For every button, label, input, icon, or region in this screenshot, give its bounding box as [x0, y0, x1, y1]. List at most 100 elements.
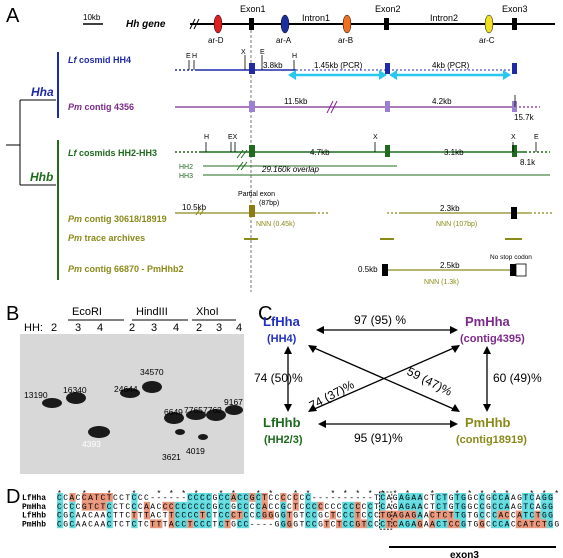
band: [198, 434, 208, 440]
alignment-shade: [286, 519, 293, 529]
alignment-shade: [515, 510, 522, 520]
alignment-shade: [236, 493, 243, 502]
gel-bands: [42, 381, 243, 440]
alignment-shade: [236, 501, 243, 511]
alignment-shade: [478, 493, 485, 502]
alignment-shade: [305, 519, 312, 529]
alignment-shade: [224, 493, 231, 502]
alignment-shade: [224, 510, 231, 520]
alignment-shade: [106, 501, 113, 511]
row-hhb-pm1: Pm contig 30618/18919 10.5kb Partial exo…: [68, 191, 552, 228]
svg-text:3.1kb: 3.1kb: [444, 148, 464, 157]
alignment-shade: [69, 510, 76, 520]
sequence-name: PmHha: [22, 503, 46, 512]
alignment-shade: [398, 493, 405, 502]
alignment-shade: [174, 510, 181, 520]
splice-site-box: [378, 491, 393, 530]
ar-b-label: ar-B: [338, 36, 353, 45]
alignment-shade: [503, 501, 510, 511]
alignment-shade: [342, 510, 349, 520]
alignment-shade: [69, 501, 76, 511]
svg-text:Pm contig 66870 - PmHhb2: Pm contig 66870 - PmHhb2: [68, 264, 184, 274]
alignment-shade: [323, 519, 330, 529]
alignment-shade: [441, 501, 448, 511]
alignment-shade: [69, 493, 76, 502]
alignment-shade: [193, 510, 200, 520]
alignment-shade: [205, 510, 212, 520]
sequence-name: PmHhb: [22, 520, 46, 529]
row-hha-lf: Lf cosmid HH4 E H X E H 3.8kb: [68, 49, 517, 80]
alignment-shade: [416, 510, 423, 520]
band-labels: 13190 16340 4393 24644 34570 6649 7765 7…: [24, 367, 243, 462]
alignment-shade: [522, 510, 529, 520]
alignment-shade: [534, 510, 541, 520]
alignment-shade: [311, 519, 318, 529]
alignment-shade: [348, 501, 355, 511]
alignment-shade: [317, 501, 324, 511]
alignment-shade: [354, 510, 361, 520]
band: [42, 398, 62, 408]
alignment-shade: [385, 510, 392, 520]
svg-text:6649: 6649: [164, 407, 183, 417]
alignment-shade: [94, 501, 101, 511]
alignment-shade: [379, 493, 386, 502]
alignment-shade: [441, 510, 448, 520]
hha-clade-label: Hha: [31, 85, 54, 99]
svg-text:H: H: [204, 134, 209, 141]
alignment-shade: [199, 510, 206, 520]
alignment-shade: [224, 519, 231, 529]
row-hhb-pm2: Pm contig 66870 - PmHhb2 0.5kb 2.5kb NNN…: [68, 254, 532, 286]
node-lfhhb-name: LfHhb: [263, 415, 301, 430]
row-hha-pm: Pm contig 4356 11.5kb 4.2kb 15.7k: [68, 95, 540, 122]
alignment-shade: [491, 493, 498, 502]
alignment-shade: [391, 510, 398, 520]
edge-diag1: 74 (37)%: [307, 377, 357, 412]
edge-right: 60 (49)%: [493, 371, 542, 385]
svg-text:H: H: [292, 53, 297, 60]
alignment-shade: [534, 519, 541, 529]
alignment-shade: [249, 493, 256, 502]
svg-text:Lf cosmid HH4: Lf cosmid HH4: [68, 55, 131, 65]
lane-labels: 2 3 4 2 3 4 2 3 4: [51, 322, 242, 334]
alignment-shade: [218, 510, 225, 520]
exon1-box: [249, 18, 254, 30]
alignment-shade: [546, 519, 553, 529]
alignment-shade: [187, 519, 194, 529]
alignment-shade: [243, 493, 250, 502]
alignment-shade: [280, 519, 287, 529]
arrowheads: [284, 326, 491, 428]
alignment-shade: [348, 510, 355, 520]
enzyme-hindiii: HindIII: [136, 306, 168, 318]
alignment-shade: [435, 493, 442, 502]
alignment-shade: [528, 501, 535, 511]
alignment-shade: [522, 501, 529, 511]
alignment-shade: [540, 510, 547, 520]
svg-text:4019: 4019: [186, 446, 205, 456]
band: [186, 410, 206, 420]
gene-label: Hh gene: [126, 19, 166, 30]
alignment-shade: [261, 501, 268, 511]
alignment-shade: [106, 493, 113, 502]
alignment-shade: [503, 510, 510, 520]
alignment-shade: [336, 519, 343, 529]
svg-text:3: 3: [151, 322, 157, 334]
alignment-shade: [491, 519, 498, 529]
svg-text:10.5kb: 10.5kb: [182, 203, 207, 212]
panel-c-letter: C: [258, 303, 272, 325]
alignment-shade: [528, 519, 535, 529]
alignment-shade: [131, 493, 138, 502]
alignment-shade: [441, 493, 448, 502]
alignment-shade: [404, 493, 411, 502]
alignment-shade: [478, 519, 485, 529]
alignment-shade: [367, 501, 374, 511]
svg-text:H: H: [192, 53, 197, 60]
row-name: cosmid HH4: [79, 55, 131, 65]
band: [88, 426, 110, 438]
svg-text:13190: 13190: [24, 390, 48, 400]
alignment-shade: [286, 510, 293, 520]
alignment-shade: [460, 493, 467, 502]
alignment-shade: [218, 493, 225, 502]
alignment-shade: [453, 510, 460, 520]
alignment-shade: [305, 501, 312, 511]
